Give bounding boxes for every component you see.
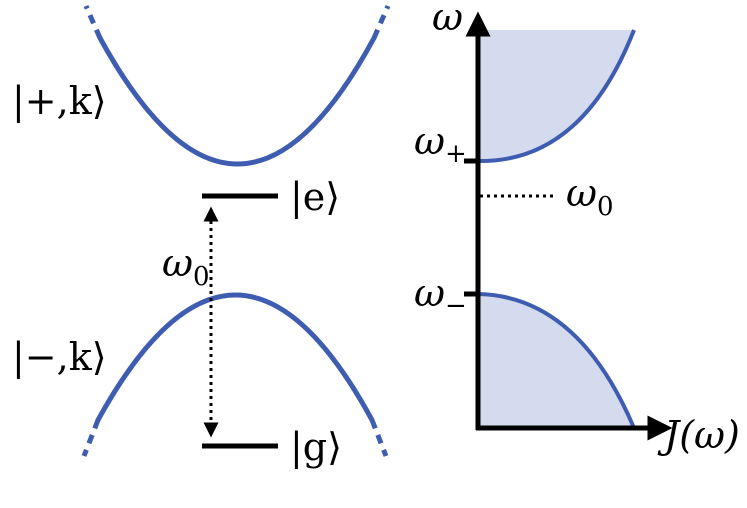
excited-state-label: |e⟩ bbox=[290, 175, 340, 219]
upper-band-dashed-left bbox=[83, 4, 103, 40]
ground-state-label: |g⟩ bbox=[290, 425, 342, 469]
lower-band-dashed-right bbox=[369, 419, 389, 457]
atom-frequency-sub: 0 bbox=[597, 192, 614, 222]
atom-frequency-label: ω0 bbox=[566, 171, 614, 222]
transition-omega: ω bbox=[162, 241, 193, 285]
lower-band-dashed-left bbox=[81, 419, 101, 457]
upper-edge-omega: ω bbox=[414, 119, 445, 163]
lower-edge-sub: − bbox=[445, 291, 467, 321]
atom-frequency-omega: ω bbox=[566, 171, 597, 215]
lower-band-label: |−,k⟩ bbox=[12, 335, 107, 379]
y-axis-label: ω bbox=[432, 0, 463, 39]
lower-edge-omega: ω bbox=[414, 271, 445, 315]
upper-dos-fill bbox=[478, 30, 634, 162]
upper-edge-sub: + bbox=[445, 139, 467, 169]
upper-dos-curve bbox=[477, 29, 636, 164]
transition-sub: 0 bbox=[193, 262, 210, 292]
upper-band-curve bbox=[97, 35, 377, 167]
upper-band-dashed-right bbox=[371, 4, 391, 40]
x-axis-label: J(ω) bbox=[657, 413, 740, 457]
lower-dos-curve bbox=[477, 292, 636, 429]
lower-edge-label: ω− bbox=[414, 271, 467, 321]
upper-edge-label: ω+ bbox=[414, 119, 467, 169]
upper-band-label: |+,k⟩ bbox=[12, 79, 107, 123]
transition-frequency-label: ω0 bbox=[162, 241, 210, 292]
lower-band-curve bbox=[95, 292, 375, 423]
lower-dos-fill bbox=[478, 294, 634, 428]
